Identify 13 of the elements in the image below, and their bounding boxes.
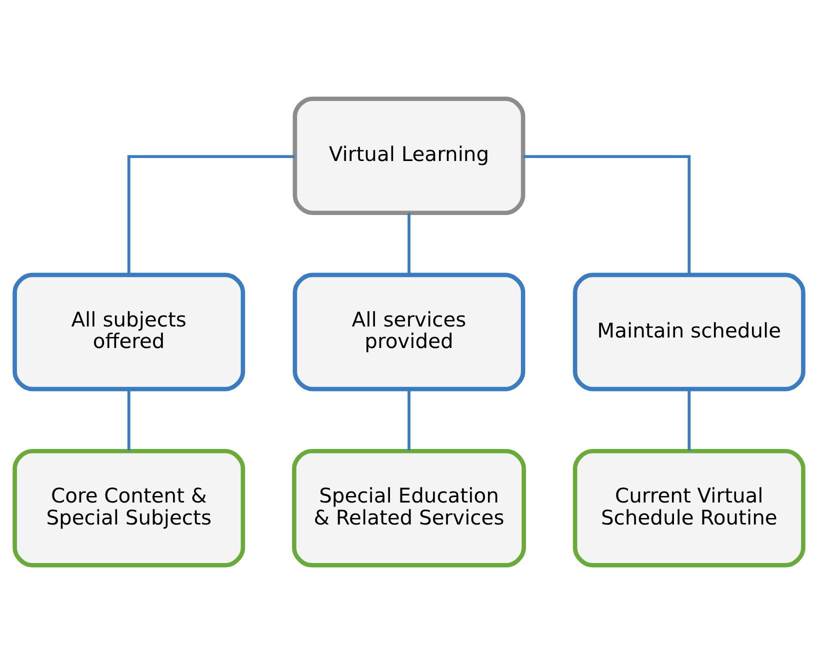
node-box: Core Content & Special Subjects xyxy=(12,448,245,567)
node-box: Maintain schedule xyxy=(572,272,805,391)
node-box: Virtual Learning xyxy=(292,96,525,215)
node-box: Current Virtual Schedule Routine xyxy=(572,448,805,567)
connector xyxy=(407,212,410,274)
connector xyxy=(407,388,410,450)
connector xyxy=(126,388,130,450)
node-box: All subjects offered xyxy=(12,272,245,391)
node-box: All services provided xyxy=(292,272,525,391)
connector xyxy=(687,388,690,450)
connector xyxy=(522,154,690,274)
connector xyxy=(126,154,294,274)
node-box: Special Education & Related Services xyxy=(292,448,526,567)
